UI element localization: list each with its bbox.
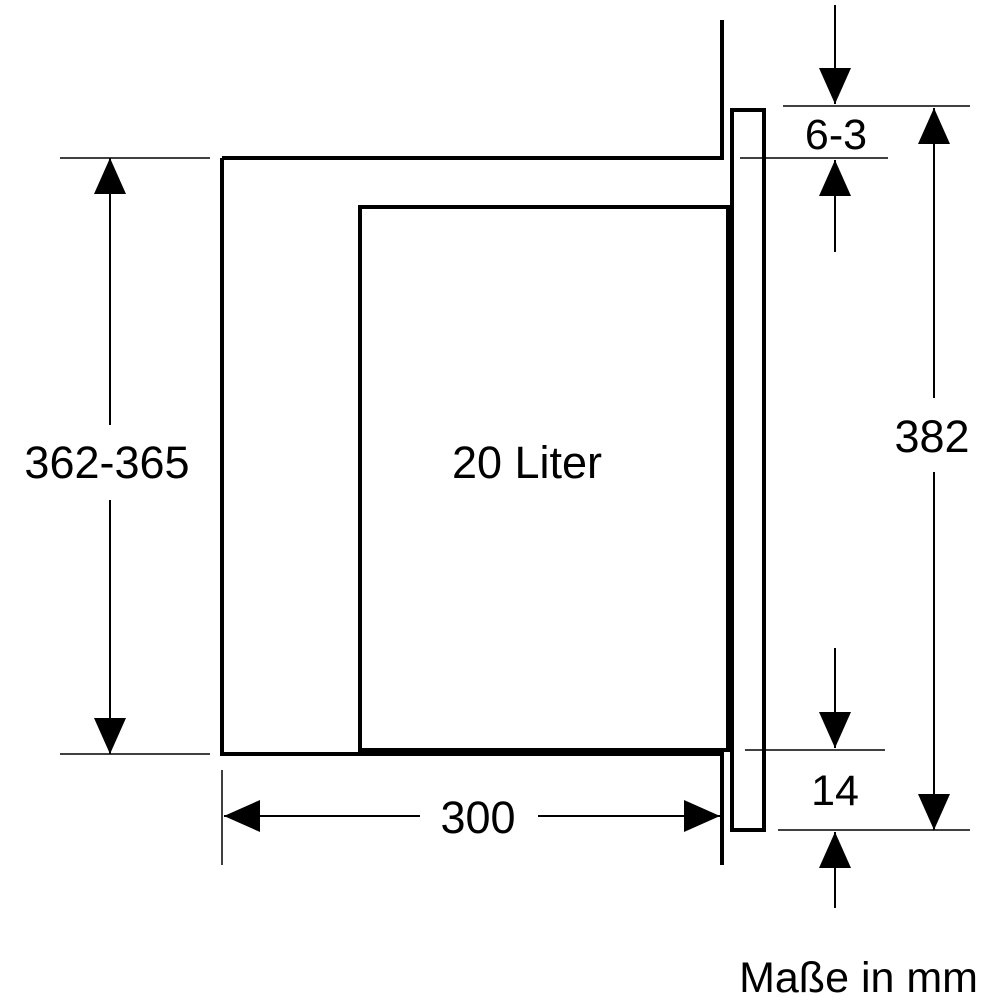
front-panel	[730, 108, 766, 832]
label-units: Maße in mm	[739, 954, 978, 1000]
wall-outline	[220, 20, 724, 865]
label-front-height: 382	[894, 411, 969, 462]
label-volume: 20 Liter	[452, 437, 602, 488]
label-bottom-gap: 14	[811, 767, 859, 815]
label-depth: 300	[440, 792, 515, 843]
label-top-gap: 6-3	[805, 111, 867, 159]
oven-cavity	[358, 205, 730, 752]
extension-lines	[60, 105, 970, 865]
label-niche-height: 362-365	[24, 437, 189, 488]
